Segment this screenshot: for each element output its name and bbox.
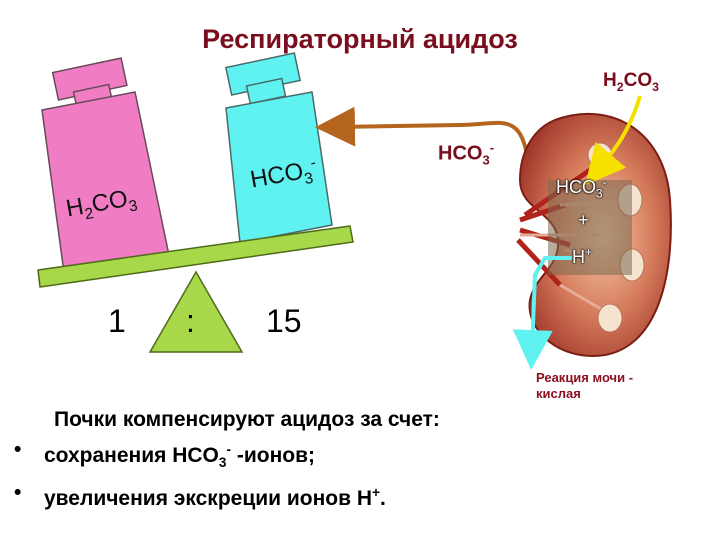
- kidney-image: [516, 112, 672, 357]
- h2co3-corner-label: H2CO3: [603, 70, 659, 94]
- bullet-item: • увеличения экскреции ионов H+.: [14, 481, 386, 511]
- hco3-arrow-label: HCO3-: [438, 140, 495, 168]
- ratio-left: 1: [108, 303, 126, 339]
- bullet-item: • сохранения HCO3- -ионов;: [14, 438, 316, 471]
- hco3-return-arrow: [315, 106, 530, 161]
- page-title: Респираторный ацидоз: [202, 24, 518, 54]
- kidney-h-label: H+: [572, 246, 592, 267]
- urine-reaction-note: Реакция мочи - кислая: [536, 370, 634, 401]
- h2co3-inflow-arrow: [585, 95, 642, 186]
- urine-outflow-arrow: [512, 256, 572, 370]
- kidney-plus-label: +: [578, 210, 589, 230]
- compensation-text: Почки компенсируют ацидоз за счет: • сох…: [14, 405, 614, 514]
- ratio-colon: :: [186, 303, 195, 339]
- hco3-weight: [224, 52, 333, 244]
- balance-beam: [37, 225, 354, 288]
- kidney-hco3-label: HCO3-: [556, 176, 607, 201]
- ratio-right: 15: [266, 303, 302, 339]
- balance-fulcrum: [148, 270, 244, 353]
- compensation-intro: Почки компенсируют ацидоз за счет:: [54, 408, 440, 431]
- h2co3-weight: [41, 57, 171, 281]
